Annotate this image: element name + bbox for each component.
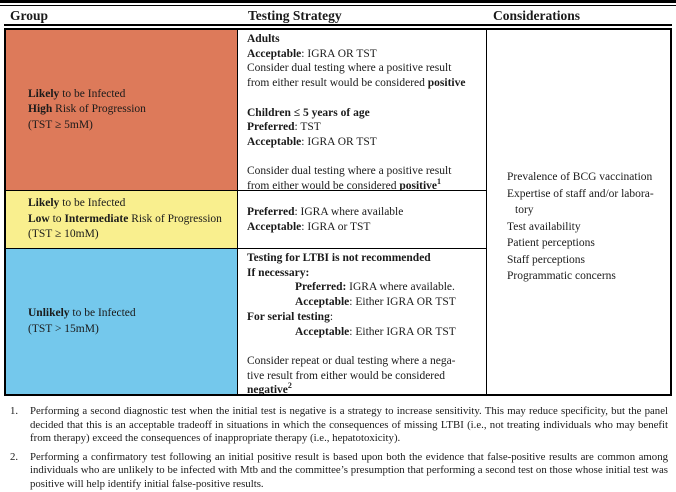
text-line: Programmatic concerns — [507, 270, 616, 283]
text-line: Acceptable: IGRA OR TST — [247, 47, 377, 60]
text-line: Low to Intermediate Risk of Progression — [28, 212, 222, 225]
footnotes-section: 1. Performing a second diagnostic test w… — [10, 405, 670, 492]
text-line: Expertise of staff and/or labora- — [507, 187, 654, 200]
strategy-cell-unlikely-infected: Testing for LTBI is not recommended If ne… — [238, 249, 487, 394]
footnote-1: 1. Performing a second diagnostic test w… — [10, 405, 670, 446]
text-line: Consider dual testing where a positive r… — [247, 165, 452, 178]
column-header-group: Group — [10, 8, 49, 23]
text-line: Likely to be Infected — [28, 87, 126, 100]
text-line: Preferred: TST — [247, 121, 321, 134]
column-header-testing-strategy: Testing Strategy — [248, 8, 342, 23]
text-line: Acceptable: Either IGRA OR TST — [295, 296, 456, 309]
text-line — [247, 150, 482, 165]
text-line: Consider repeat or dual testing where a … — [247, 354, 456, 367]
text-line: Children ≤ 5 years of age — [247, 106, 370, 119]
table-top-rule — [0, 0, 676, 6]
footnote-number: 1. — [10, 405, 19, 417]
footnote-number: 2. — [10, 450, 19, 463]
text-line — [247, 91, 482, 106]
text-line: (TST ≥ 5mM) — [28, 118, 93, 131]
text-line: Test availability — [507, 220, 581, 233]
text-line: Unlikely to be Infected — [28, 307, 136, 319]
text-line: from either would be considered positive… — [247, 177, 442, 191]
text-line: Testing for LTBI is not recommended — [247, 252, 431, 264]
column-header-considerations: Considerations — [493, 8, 581, 23]
text-line: Prevalence of BCG vaccination — [507, 171, 653, 184]
text-line: Acceptable: Either IGRA OR TST — [295, 325, 456, 338]
text-line: (TST ≥ 10mM) — [28, 228, 99, 241]
text-line: Patient perceptions — [507, 237, 595, 250]
text-line: For serial testing: — [247, 310, 334, 323]
text-line: Preferred: IGRA where available. — [295, 281, 455, 294]
text-line: If necessary: — [247, 266, 310, 279]
text-line: Preferred: IGRA where available — [247, 205, 404, 218]
text-line: negative2 — [247, 381, 292, 394]
text-line: Consider dual testing where a positive r… — [247, 62, 452, 75]
text-line — [247, 339, 482, 354]
footnote-2: 2. Performing a confirmatory test follow… — [10, 451, 670, 492]
footnote-text: Performing a second diagnostic test when… — [30, 405, 668, 445]
text-line: tory — [515, 204, 534, 217]
text-line: Acceptable: IGRA or TST — [247, 220, 371, 233]
footnote-text: Performing a confirmatory test following… — [30, 450, 668, 490]
text-line: Adults — [247, 33, 280, 45]
group-cell-unlikely-infected: Unlikely to be Infected (TST > 15mM) — [6, 249, 238, 394]
text-line: Staff perceptions — [507, 253, 586, 266]
text-line: Likely to be Infected — [28, 197, 126, 210]
text-line: (TST > 15mM) — [28, 322, 99, 335]
table-header-row: Group Testing Strategy Considerations — [4, 6, 672, 26]
text-line: High Risk of Progression — [28, 103, 146, 116]
text-line: from either result would be considered p… — [247, 77, 466, 90]
text-line: tive result from either would be conside… — [247, 369, 445, 382]
text-line: Acceptable: IGRA OR TST — [247, 135, 377, 148]
